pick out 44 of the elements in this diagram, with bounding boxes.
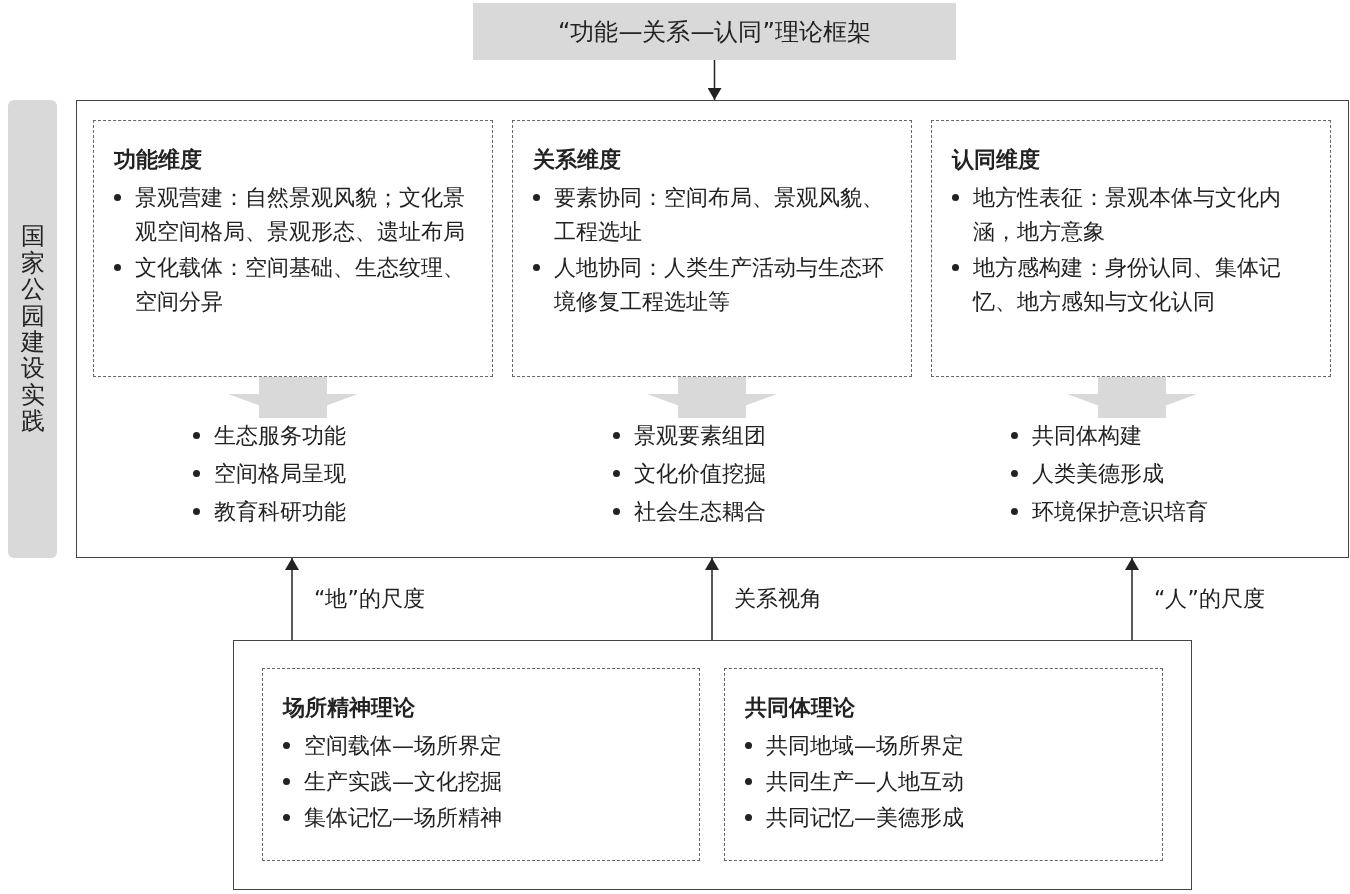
framework-box [76, 100, 1349, 558]
arrow [285, 557, 299, 641]
edge-label: “人”的尺度 [1152, 585, 1267, 613]
list-item: 共同生产—人地互动 [766, 768, 964, 796]
list-item: 景观营建：自然景观风貌；文化景观空间格局、景观形态、遗址布局 [135, 184, 466, 246]
list-item: 生态服务功能 [214, 422, 346, 450]
list-item: 地方性表征：景观本体与文化内涵，地方意象 [973, 184, 1282, 246]
dimension-card [512, 120, 912, 377]
list-item: 地方感构建：身份认同、集体记忆、地方感知与文化认同 [973, 254, 1282, 316]
arrow [1125, 557, 1139, 641]
card-heading: 认同维度 [952, 146, 1041, 174]
list-item: 文化价值挖掘 [634, 460, 766, 488]
dimension-card [931, 120, 1331, 377]
dimension-card [724, 668, 1163, 861]
list-item: 集体记忆—场所精神 [304, 804, 502, 832]
card-heading: 关系维度 [533, 146, 622, 174]
card-heading: 共同体理论 [745, 694, 856, 722]
list-item: 人类美德形成 [1032, 460, 1164, 488]
side-band: 国家公园建设实践 [8, 100, 57, 558]
dimension-card [262, 668, 700, 861]
arrow [705, 557, 719, 641]
title-box [473, 3, 956, 60]
theory-box [233, 640, 1192, 890]
list-item: 生产实践—文化挖掘 [304, 768, 502, 796]
list-item: 空间载体—场所界定 [304, 732, 502, 760]
list-item: 共同地域—场所界定 [766, 732, 964, 760]
list-item: 空间格局呈现 [214, 460, 346, 488]
card-heading: 功能维度 [114, 146, 203, 174]
list-item: 景观要素组团 [634, 422, 766, 450]
dimension-card [93, 120, 493, 377]
list-item: 共同体构建 [1032, 422, 1142, 450]
block-arrow [1067, 377, 1197, 418]
card-heading: 场所精神理论 [283, 694, 416, 722]
block-arrow [647, 377, 777, 418]
arrow [707, 59, 722, 101]
list-item: 共同记忆—美德形成 [766, 804, 964, 832]
list-item: 要素协同：空间布局、景观风貌、工程选址 [554, 184, 885, 246]
block-arrow [228, 377, 358, 418]
list-item: 教育科研功能 [214, 498, 346, 526]
list-item: 社会生态耦合 [634, 498, 766, 526]
list-item: 环境保护意识培育 [1032, 498, 1208, 526]
list-item: 人地协同：人类生产活动与生态环境修复工程选址等 [554, 254, 885, 316]
title-text: “功能—关系—认同”理论框架 [558, 16, 871, 48]
list-item: 文化载体：空间基础、生态纹理、空间分异 [135, 254, 466, 316]
